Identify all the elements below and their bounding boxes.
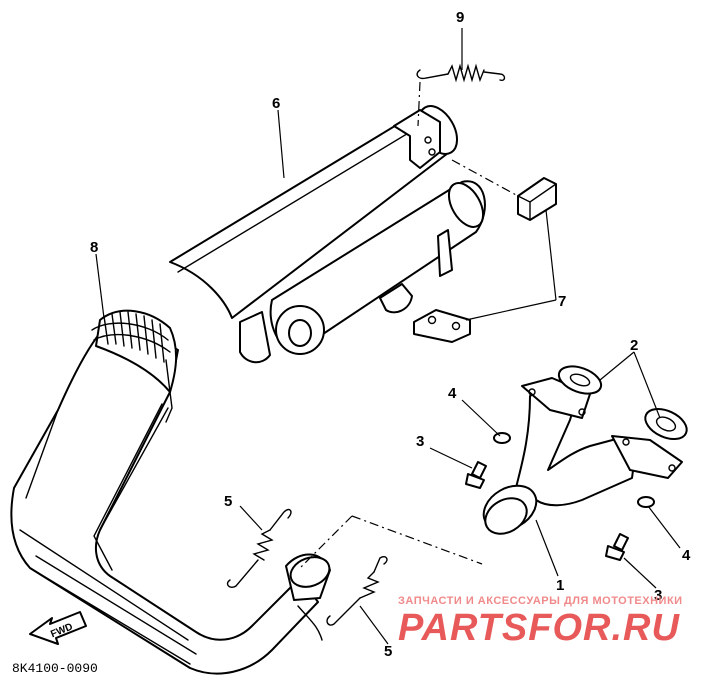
spring-left <box>226 508 292 589</box>
bolt-right <box>605 533 629 561</box>
watermark: ЗАПЧАСТИ И АКСЕССУАРЫ ДЛЯ МОТОТЕХНИКИ PA… <box>398 595 683 649</box>
callout-6: 6 <box>272 95 280 112</box>
watermark-logo: PARTSFOR.RU <box>398 607 680 649</box>
clip-left <box>493 432 511 444</box>
callout-4-lower: 4 <box>682 547 691 564</box>
callout-2: 2 <box>630 337 638 354</box>
clip-right <box>637 496 655 508</box>
pipe-joint <box>285 553 331 641</box>
exhaust-pipe <box>10 313 319 675</box>
callout-1: 1 <box>556 577 564 594</box>
callout-9: 9 <box>456 9 464 26</box>
muffler-bracket-upper <box>393 109 441 169</box>
assembly-dashes <box>299 81 519 569</box>
gasket-lower <box>644 407 688 441</box>
muffler-bracket-lower <box>413 229 471 343</box>
spring-right <box>326 555 388 626</box>
bolt-left <box>465 461 487 489</box>
leader-lines <box>95 28 681 645</box>
callout-7: 7 <box>558 293 566 310</box>
drawing-code: 8K4100-0090 <box>12 661 98 676</box>
callout-3-right: 3 <box>654 587 662 604</box>
muffler-lower <box>239 180 486 364</box>
callout-4-upper: 4 <box>448 385 457 402</box>
gasket-upper <box>557 365 603 395</box>
callout-3-left: 3 <box>416 433 424 450</box>
callout-8: 8 <box>90 239 98 256</box>
damper-pad <box>517 177 557 221</box>
callout-5-upper: 5 <box>224 493 232 510</box>
spring-top <box>416 63 506 83</box>
exhaust-header <box>482 377 683 535</box>
heat-wrap <box>91 309 178 423</box>
watermark-tagline: ЗАПЧАСТИ И АКСЕССУАРЫ ДЛЯ МОТОТЕХНИКИ <box>398 595 683 607</box>
fwd-arrow-icon: FWD <box>29 611 87 645</box>
callout-5-lower: 5 <box>384 643 392 660</box>
